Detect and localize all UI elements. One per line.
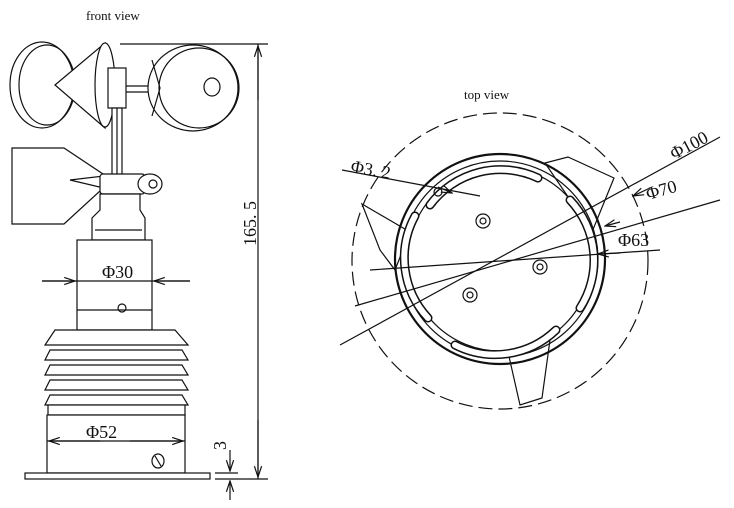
outer-circle-d100 (351, 112, 649, 410)
dim-leaders (339, 136, 721, 346)
dim-d63-label: Φ63 (618, 230, 649, 250)
dim-d30-label: Φ30 (102, 262, 133, 282)
wind-cup-right (113, 44, 240, 132)
front-view: front view (9, 8, 268, 500)
dim-d30: Φ30 (42, 262, 190, 282)
dim-d100-label: Φ100 (666, 127, 711, 164)
dim-d70-label: Φ70 (644, 176, 679, 204)
dim-d3-2-label: Φ3. 2 (349, 156, 392, 183)
mounting-base (24, 414, 211, 480)
wind-cup-left (9, 41, 116, 130)
wind-vane-fin (11, 147, 163, 225)
dim-d52-label: Φ52 (86, 422, 117, 442)
dim-d52: Φ52 (47, 422, 185, 442)
rotor-hub (107, 67, 127, 181)
louvered-shield (43, 329, 190, 416)
dim-base-thickness: 3 (210, 441, 238, 500)
arc-slots (399, 165, 599, 360)
ring-d70 (393, 152, 607, 366)
top-view-title: top view (464, 87, 510, 102)
sensor-body (76, 193, 153, 331)
mounting-holes (433, 187, 548, 303)
top-view: top view (339, 87, 721, 410)
dim-height-label: 165. 5 (240, 201, 260, 246)
dim-base-label: 3 (210, 441, 230, 450)
front-view-title: front view (86, 8, 140, 23)
dim-height: 165. 5 (120, 43, 268, 480)
